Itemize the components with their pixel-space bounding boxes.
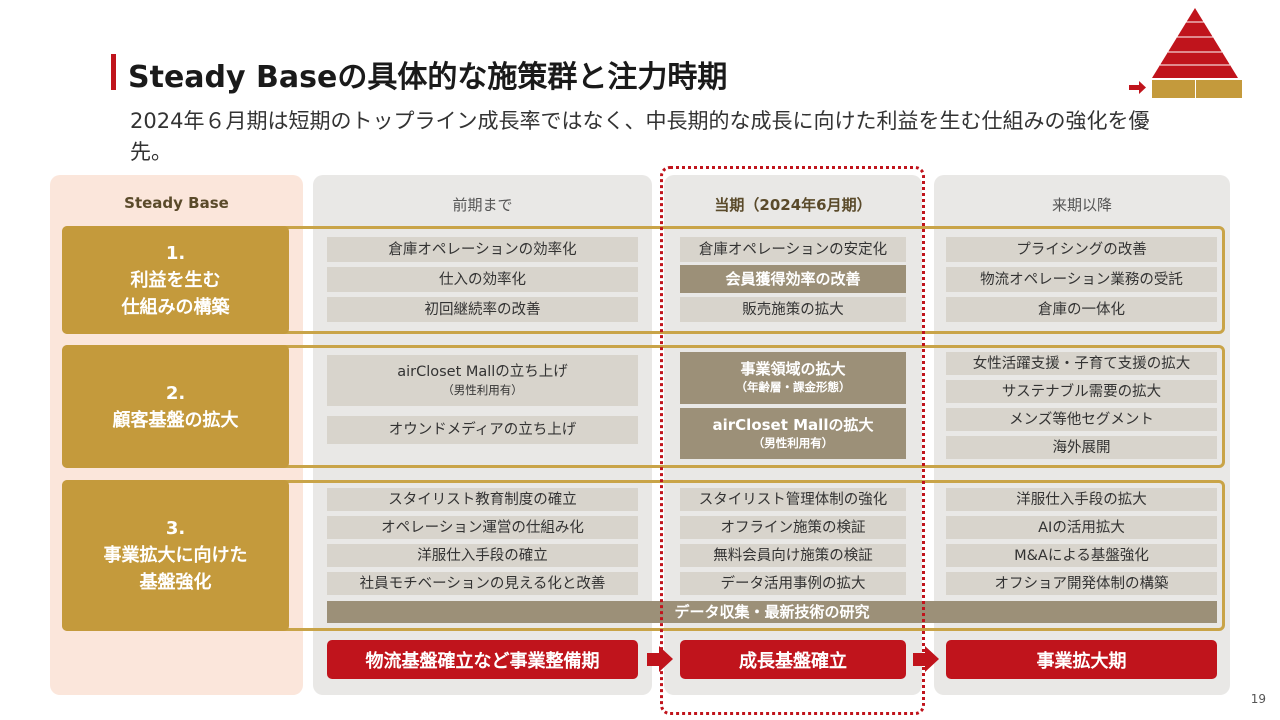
- row3-prev-item: オペレーション運営の仕組み化: [327, 516, 638, 539]
- pyramid-logo-icon: [1129, 8, 1242, 98]
- row2-current-item-main: airCloset Mallの拡大: [712, 415, 874, 434]
- row-2-number: 2.: [165, 382, 186, 404]
- row2-current-item-sub: （年齢層・課金形態）: [735, 380, 851, 394]
- row3-next-item: AIの活用拡大: [946, 516, 1217, 539]
- row1-prev-item: 初回継続率の改善: [327, 297, 638, 322]
- row1-current-item-highlight: 会員獲得効率の改善: [680, 265, 906, 293]
- row-3-number: 3.: [165, 518, 186, 539]
- phase-arrow-stem-1: [647, 653, 659, 666]
- row2-prev-item: オウンドメディアの立ち上げ: [327, 416, 638, 444]
- row1-current-item: 販売施策の拡大: [680, 297, 906, 322]
- column-header-current: 当期（2024年6月期）: [714, 196, 872, 214]
- page-number: 19: [1250, 692, 1266, 706]
- row3-prev-item: 社員モチベーションの見える化と改善: [327, 572, 638, 595]
- row1-next-item: 物流オペレーション業務の受託: [946, 267, 1217, 292]
- row2-next-item: サステナブル需要の拡大: [946, 380, 1217, 403]
- title-accent-bar: [111, 54, 116, 90]
- row1-prev-item: 仕入の効率化: [327, 267, 638, 292]
- column-header-next: 来期以降: [1051, 196, 1112, 214]
- row-1-number: 1.: [165, 242, 186, 264]
- row2-next-item: 女性活躍支援・子育て支援の拡大: [946, 352, 1217, 375]
- row2-prev-item-main: airCloset Mallの立ち上げ: [397, 363, 568, 380]
- phase-current: 成長基盤確立: [680, 640, 906, 679]
- row-label-3: 3. 事業拡大に向けた 基盤強化: [62, 480, 289, 631]
- row-1-line1: 利益を生む: [130, 269, 221, 291]
- row3-current-item: オフライン施策の検証: [680, 516, 906, 539]
- current-period-highlight: [660, 166, 925, 715]
- page-title: Steady Baseの具体的な施策群と注力時期: [128, 60, 728, 95]
- row2-current-item: 事業領域の拡大 （年齢層・課金形態）: [680, 352, 906, 404]
- row3-prev-item: 洋服仕入手段の確立: [327, 544, 638, 567]
- row-3-line2: 基盤強化: [139, 572, 212, 593]
- row3-prev-item: スタイリスト教育制度の確立: [327, 488, 638, 511]
- row2-current-item-main: 事業領域の拡大: [740, 360, 846, 378]
- row-label-2: 2. 顧客基盤の拡大: [62, 345, 289, 468]
- row1-prev-item: 倉庫オペレーションの効率化: [327, 237, 638, 262]
- row-1-line2: 仕組みの構築: [121, 296, 230, 318]
- row3-current-item: スタイリスト管理体制の強化: [680, 488, 906, 511]
- row1-next-item: 倉庫の一体化: [946, 297, 1217, 322]
- row2-next-item: メンズ等他セグメント: [946, 408, 1217, 431]
- row2-prev-item-main: オウンドメディアの立ち上げ: [388, 422, 577, 438]
- row2-prev-item-sub: （男性利用有）: [442, 382, 523, 397]
- phase-prev: 物流基盤確立など事業整備期: [327, 640, 638, 679]
- row1-current-item: 倉庫オペレーションの安定化: [680, 237, 906, 262]
- row2-current-item: airCloset Mallの拡大 （男性利用有）: [680, 408, 906, 459]
- research-bar: データ収集・最新技術の研究: [327, 601, 1217, 623]
- row3-next-item: オフショア開発体制の構築: [946, 572, 1217, 595]
- row3-next-item: M&Aによる基盤強化: [946, 544, 1217, 567]
- row-2-line1: 顧客基盤の拡大: [112, 409, 239, 431]
- column-header-base: Steady Base: [124, 194, 229, 212]
- row2-next-item: 海外展開: [946, 436, 1217, 459]
- phase-arrow-right-icon: [925, 646, 939, 672]
- phase-next: 事業拡大期: [946, 640, 1217, 679]
- row3-next-item: 洋服仕入手段の拡大: [946, 488, 1217, 511]
- row3-current-item: 無料会員向け施策の検証: [680, 544, 906, 567]
- row1-next-item: プライシングの改善: [946, 237, 1217, 262]
- page-subtitle: 2024年６月期は短期のトップライン成長率ではなく、中長期的な成長に向けた利益を…: [130, 109, 1150, 164]
- column-header-prev: 前期まで: [452, 196, 513, 214]
- row-3-line1: 事業拡大に向けた: [103, 545, 248, 566]
- row2-prev-item: airCloset Mallの立ち上げ （男性利用有）: [327, 355, 638, 406]
- row3-current-item: データ活用事例の拡大: [680, 572, 906, 595]
- row2-current-item-sub: （男性利用有）: [752, 435, 834, 450]
- row-label-1: 1. 利益を生む 仕組みの構築: [62, 226, 289, 334]
